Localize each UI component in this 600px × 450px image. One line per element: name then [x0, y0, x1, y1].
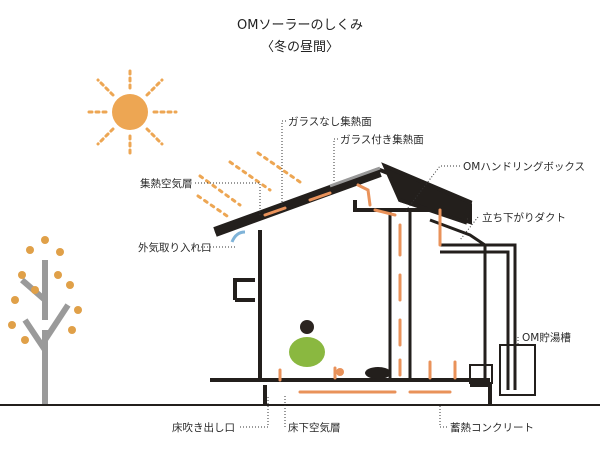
label-underfloor-air-layer: 床下空気層: [288, 422, 341, 434]
label-thermal-concrete: 蓄熱コンクリート: [450, 422, 534, 434]
person-icon: [289, 320, 344, 376]
diagram-title: OMソーラーのしくみ: [237, 18, 363, 33]
label-handling-box: OMハンドリングボックス: [463, 161, 586, 173]
air-intake-arrow: [230, 230, 246, 243]
label-unglazed-collector: ガラスなし集熱面: [288, 116, 372, 128]
diagram-subtitle: 〈冬の昼間〉: [260, 40, 339, 55]
label-down-duct: 立ち下がりダクト: [482, 212, 566, 224]
label-hot-water-tank: OM貯湯槽: [522, 332, 571, 344]
label-air-intake: 外気取り入れ口: [138, 242, 212, 254]
cat-icon: [365, 367, 391, 379]
label-air-layer: 集熱空気層: [140, 178, 193, 190]
air-flow-arrows: [263, 183, 457, 394]
house-structure: [210, 162, 536, 405]
tree-icon: [8, 236, 82, 405]
label-glazed-collector: ガラス付き集熱面: [340, 134, 424, 146]
label-floor-outlet: 床吹き出し口: [172, 422, 235, 434]
sun-icon: [84, 66, 302, 220]
leader-lines: [192, 120, 519, 428]
